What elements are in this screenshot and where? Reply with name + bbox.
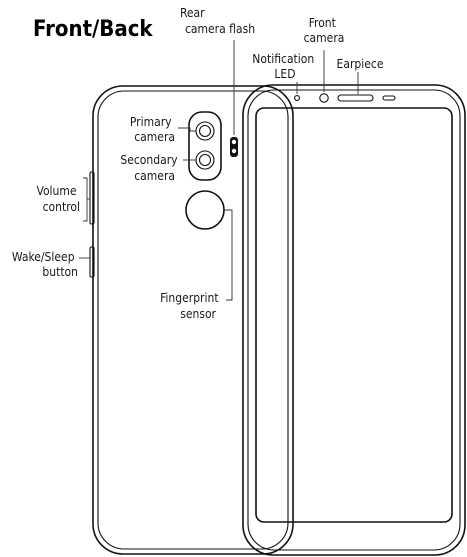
label-wake-sleep: Wake/Sleep button [12, 250, 78, 279]
screen [255, 107, 453, 523]
proximity-sensor [382, 95, 396, 101]
label-secondary-camera: Secondary camera [120, 153, 181, 183]
earpiece [337, 94, 374, 102]
phone-front [242, 84, 466, 556]
label-primary-camera: Primary camera [130, 115, 175, 144]
primary-camera-lens [195, 121, 215, 141]
label-front-camera: Front camera [304, 16, 345, 45]
callout-labels: Rear camera flash Front camera Notificat… [12, 6, 384, 321]
fingerprint-sensor [185, 190, 225, 230]
label-rear-flash: Rear camera flash [180, 6, 255, 36]
leader-lines [79, 40, 359, 301]
wake-sleep-button [89, 246, 95, 278]
front-camera-lens [319, 93, 329, 103]
camera-module [188, 111, 222, 181]
notification-led [294, 95, 300, 101]
label-fingerprint: Fingerprint sensor [160, 291, 222, 321]
secondary-camera-lens [195, 150, 215, 170]
volume-button [89, 171, 95, 225]
diagram-title: Front/Back [33, 17, 153, 42]
label-earpiece: Earpiece [337, 57, 384, 71]
label-volume-control: Volume control [37, 184, 81, 214]
label-notification-led: Notification LED [252, 52, 317, 81]
